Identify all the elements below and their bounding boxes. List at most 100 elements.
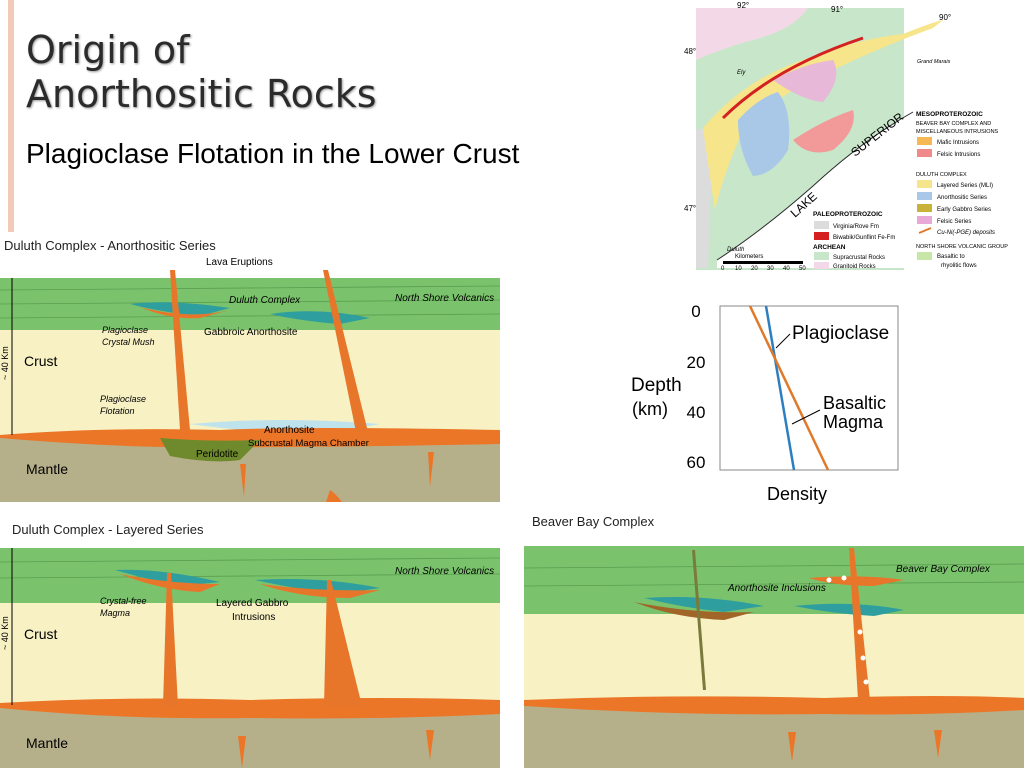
legend-felsic-series: Felsic Series [937,219,971,225]
mantle-label: Mantle [26,735,68,751]
tick-label-20: 20 [687,353,706,372]
legend-virginia: Virginia/Rove Fm [833,224,879,230]
anorthositic-series-area [738,92,790,176]
crystal-mush-label-2: Crystal Mush [102,337,155,347]
lon-91-label: 91° [831,5,843,14]
magma-chamber-label: Subcrustal Magma Chamber [248,438,369,449]
grand-marais-label: Grand Marais [917,59,951,65]
legend-early: Early Gabbro Series [937,207,991,213]
legend-basaltic-2: rhyolitic flows [941,263,977,269]
basaltic-magma-line [748,305,830,471]
north-shore-volcanics-label: North Shore Volcanics [395,293,494,304]
title-line-2: Anorthositic Rocks [26,72,377,116]
duluth-label: Duluth [727,247,745,253]
anorthosite-inclusions-label: Anorthosite Inclusions [727,583,826,594]
mantle-label: Mantle [26,461,68,477]
thickness-label: ~ 40 Km [0,616,10,650]
legend-cuni: Cu-Ni(-PGE) deposits [937,230,995,236]
peridotite-body [160,438,260,462]
feeder-dike-1 [170,270,190,430]
crystal-free-label-1: Crystal-free [100,596,147,606]
granitoid-area [696,8,808,60]
lake-superior [717,112,913,268]
volcanics-layer [524,546,1024,614]
legend-anorth: Anorthositic Series [937,195,987,201]
title-line-1: Origin of [26,28,190,72]
gabbroic-anorthosite-label: Gabbroic Anorthosite [204,327,298,338]
north-shore-volcanics-label: North Shore Volcanics [395,566,494,577]
legend-swatch-supracrustal [814,252,829,260]
legend-swatch-anorth [917,192,932,200]
legend-swatch-cuni [918,227,932,234]
scale-tick-10: 10 [735,266,742,270]
layered-gabbro-intrusion-2 [260,584,380,598]
legend-archean-title: ARCHEAN [813,244,846,251]
felsic-intrusions-area [793,110,854,153]
plagioclase-line [764,305,796,471]
map-legend: MESOPROTEROZOIC BEAVER BAY COMPLEX AND M… [813,111,1008,270]
legend-felsic-intr: Felsic Intrusions [937,152,980,158]
scale-tick-0: 0 [721,266,725,270]
legend-nsvg-title: NORTH SHORE VOLCANIC GROUP [916,244,1008,250]
crust-layer [0,603,500,705]
basaltic-series-label-2: Magma [823,412,884,432]
slide-accent-bar [8,0,14,232]
crust-layer [0,330,500,435]
legend-swatch-felsic-series [917,216,932,224]
density-depth-graph: 0 20 40 60 Depth (km) Density Plagioclas… [600,296,904,510]
legend-swatch-felsic-intr [917,149,932,157]
scale-tick-50: 50 [799,266,806,270]
magma-chamber [524,696,1024,715]
legend-swatch-biwabik [814,232,829,240]
thickness-label: ~ 40 Km [0,346,10,380]
crust-label: Crust [24,626,58,642]
legend-paleo-title: PALEOPROTEROZOIC [813,211,883,218]
legend-biwabik: Biwabik/Gunflint Fe-Fm [833,235,895,241]
crust-layer [524,614,1024,700]
feeder-dike-2 [320,580,362,706]
legend-bbc-title-2: MISCELLANEOUS INTRUSIONS [916,129,999,135]
scale-tick-40: 40 [783,266,790,270]
lat-47-label: 47° [684,204,696,213]
legend-swatch-early [917,204,932,212]
anorthositic-series-cross-section: ~ 40 Km Lava Eruptions Duluth Complex No… [0,252,500,502]
duluth-complex-label: Duluth Complex [229,295,301,306]
layered-series-cross-section: ~ 40 Km North Shore Volcanics Crystal-fr… [0,538,500,768]
dike-2 [849,548,870,700]
lava-eruptions-label: Lava Eruptions [206,257,273,268]
xlabel: Density [767,484,827,504]
tick-label-60: 60 [687,453,706,472]
scale-title: Kilometers [735,254,763,260]
legend-swatch-granitoid [814,262,829,269]
legend-supracrustal: Supracrustal Rocks [833,255,885,261]
plot-frame [719,305,899,471]
lat-48-label: 48° [684,47,696,56]
subcrustal-magma-chamber [0,428,500,448]
feeder-dike-2 [323,270,368,432]
legend-meso-title: MESOPROTEROZOIC [916,111,983,118]
scale-tick-20: 20 [751,266,758,270]
duluth-complex-sill [130,302,230,316]
feeder-dike-1 [160,573,178,706]
legend-layered: Layered Series (MLI) [937,183,993,189]
ylabel-line-2: (km) [632,399,668,419]
anorthosite-label: Anorthosite [264,425,315,436]
lon-90-label: 90° [939,13,951,22]
beaver-bay-cross-section: Beaver Bay Complex Anorthosite Inclusion… [524,540,1024,768]
felsic-series-area [773,60,837,102]
ylabel-line-1: Depth [631,375,682,396]
crust-label: Crust [24,353,58,369]
layered-gabbro-label-2: Intrusions [232,612,275,623]
legend-bbc-title-1: BEAVER BAY COMPLEX AND [916,121,991,127]
tick-label-0: 0 [691,302,700,321]
legend-swatch-virginia [814,221,829,229]
flotation-label-2: Flotation [100,406,135,416]
magma-chamber [0,698,500,719]
ely-label: Ely [737,70,746,76]
legend-swatch-layered [917,180,932,188]
gabbroic-anorthosite-sill [270,311,370,324]
panel1-heading: Duluth Complex - Anorthositic Series [4,238,216,253]
peridotite-label: Peridotite [196,449,239,460]
plagioclase-series-label: Plagioclase [792,323,889,344]
legend-swatch-mafic [917,137,932,145]
